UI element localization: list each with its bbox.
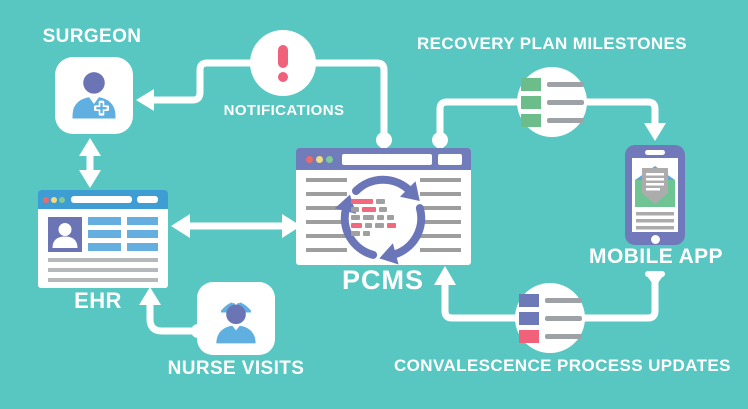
edge-nurse-to-ehr-line: [146, 298, 204, 335]
phone-speaker: [645, 150, 665, 155]
pcms-titlebar: [296, 148, 471, 170]
connector-cap-mobile: [645, 271, 665, 277]
connector-cap-mobile-tip: [647, 276, 663, 287]
surgeon-icon: [72, 71, 116, 118]
checklist-row: [520, 95, 584, 109]
arrowhead-into-ehr-left: [171, 214, 190, 238]
checklist-row: [518, 293, 582, 307]
window-dot-red: [43, 196, 49, 203]
nurse-icon: [216, 297, 256, 343]
checklist-row: [520, 77, 584, 91]
pcms-label: PCMS: [341, 265, 424, 295]
arrowhead-into-pcms-bottom: [434, 266, 456, 285]
patient-avatar: [48, 217, 82, 252]
convalescence-process-updates-node: [515, 283, 585, 353]
ehr-label: EHR: [74, 288, 122, 313]
recovery-plan-milestones-label: RECOVERY PLAN MILESTONES: [417, 34, 687, 53]
arrowhead-into-surgeon: [136, 89, 154, 111]
address-bar: [71, 196, 132, 203]
connector-ball-left: [376, 132, 392, 148]
address-bar: [438, 153, 462, 165]
notifications-label: NOTIFICATIONS: [223, 102, 345, 119]
surgeon-node: [55, 57, 133, 134]
window-dot-green: [326, 155, 333, 163]
nurse-visits-node: [197, 282, 275, 355]
surgeon-label: SURGEON: [42, 26, 142, 47]
mobile-app-node: [625, 145, 685, 245]
ehr-titlebar: [38, 190, 168, 209]
edge-pcms-to-surgeon-line: [148, 59, 388, 154]
notifications-node: [250, 30, 316, 96]
record-text-lines: [48, 258, 158, 282]
arrowhead-up-surgeon: [79, 138, 101, 156]
text-lines-left: [306, 178, 347, 254]
arrowhead-into-pcms-left: [282, 214, 301, 238]
convalescence-process-updates-label: CONVALESCENCE PROCESS UPDATES: [394, 356, 731, 375]
checklist-row: [518, 311, 582, 325]
window-dot-green: [59, 196, 65, 203]
mobile-app-label: MOBILE APP: [589, 245, 723, 268]
window-dot-yellow: [316, 155, 323, 163]
arrowhead-into-mobile: [644, 123, 666, 141]
recovery-plan-milestones-node: [517, 67, 587, 137]
phone-home-button: [650, 235, 660, 244]
record-field-bars: [88, 217, 158, 251]
exclamation-dot: [278, 71, 288, 82]
checklist-row: [518, 329, 582, 343]
exclamation-icon: [278, 44, 288, 82]
person-icon: [52, 223, 78, 248]
checklist-blue-pink-icon: [518, 293, 582, 343]
exclamation-bar: [278, 44, 288, 68]
data-bars: [351, 199, 396, 236]
pcms-node: [296, 148, 471, 265]
window-dot-red: [306, 155, 313, 163]
ehr-node: [38, 190, 168, 288]
text-lines-right: [420, 178, 461, 254]
open-envelope-icon: [635, 166, 675, 207]
address-bar: [342, 153, 432, 165]
arrowhead-nurse-into-ehr: [139, 287, 161, 305]
window-dot-yellow: [51, 196, 57, 203]
connector-ball-right: [432, 132, 448, 148]
checklist-row: [520, 113, 584, 127]
sync-arrows-icon: [334, 175, 426, 265]
nurse-visits-label: NURSE VISITS: [167, 358, 305, 379]
phone-screen: [632, 158, 678, 232]
message-text-lines: [636, 212, 674, 230]
checklist-green-icon: [520, 77, 584, 127]
address-bar: [137, 196, 158, 203]
arrowhead-down-ehr: [79, 170, 101, 188]
